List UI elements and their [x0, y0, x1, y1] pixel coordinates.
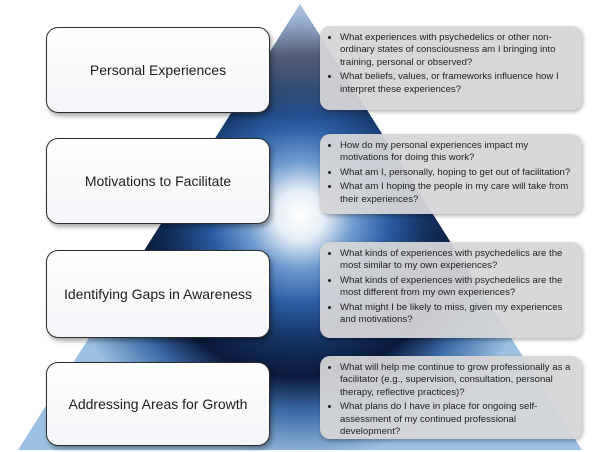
level-4-questions: What will help me continue to grow profe…: [320, 356, 582, 439]
level-1-box: Personal Experiences: [46, 27, 270, 113]
level-2-question: How do my personal experiences impact my…: [340, 139, 574, 165]
level-3-box: Identifying Gaps in Awareness: [46, 250, 270, 338]
level-1-question: What beliefs, values, or frameworks infl…: [340, 70, 574, 96]
level-1-question: What experiences with psychedelics or ot…: [340, 31, 574, 69]
level-3-label: Identifying Gaps in Awareness: [63, 286, 253, 302]
pyramid-highlight: [18, 4, 582, 450]
level-2-box: Motivations to Facilitate: [46, 138, 270, 224]
level-2-question: What am I, personally, hoping to get out…: [340, 166, 574, 179]
level-4-label: Addressing Areas for Growth: [68, 396, 248, 412]
level-4-box: Addressing Areas for Growth: [46, 362, 270, 446]
level-1-questions: What experiences with psychedelics or ot…: [320, 26, 582, 110]
level-1-label: Personal Experiences: [89, 62, 227, 78]
level-2-label: Motivations to Facilitate: [84, 173, 232, 189]
level-3-questions: What kinds of experiences with psychedel…: [320, 242, 582, 338]
level-4-question: What plans do I have in place for ongoin…: [340, 400, 574, 438]
level-4-question: What will help me continue to grow profe…: [340, 361, 574, 399]
level-2-questions: How do my personal experiences impact my…: [320, 134, 582, 214]
level-2-question: What am I hoping the people in my care w…: [340, 180, 574, 206]
level-3-question: What kinds of experiences with psychedel…: [340, 247, 574, 273]
level-3-question: What kinds of experiences with psychedel…: [340, 274, 574, 300]
level-3-question: What might I be likely to miss, given my…: [340, 301, 574, 327]
